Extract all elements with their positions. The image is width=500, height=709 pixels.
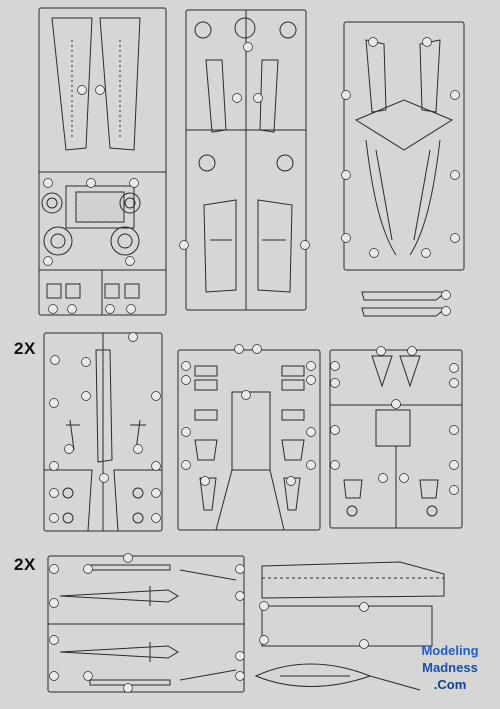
- part-callouts: [43, 37, 460, 693]
- sprue-frame-top-center: [185, 9, 307, 311]
- watermark-line: Modeling: [421, 643, 479, 658]
- site-watermark-logo: Modeling Madness .Com: [402, 642, 498, 706]
- sprue-quantity-label: 2X: [14, 339, 36, 358]
- sprue-frame-mid-center: [177, 349, 321, 531]
- sprue-frame-bottom-right: [254, 561, 445, 691]
- sprue-frame-mid-right: [329, 349, 463, 529]
- watermark-line: Madness: [422, 660, 478, 675]
- sprue-quantity-label: 2X: [14, 555, 36, 574]
- sprue-frame-top-left: [38, 7, 167, 316]
- sprue-frame-top-right: [343, 21, 465, 317]
- sprue-frame-mid-left: [43, 332, 163, 532]
- watermark-line: .Com: [433, 677, 467, 692]
- sprue-frame-bottom-left: [47, 555, 245, 693]
